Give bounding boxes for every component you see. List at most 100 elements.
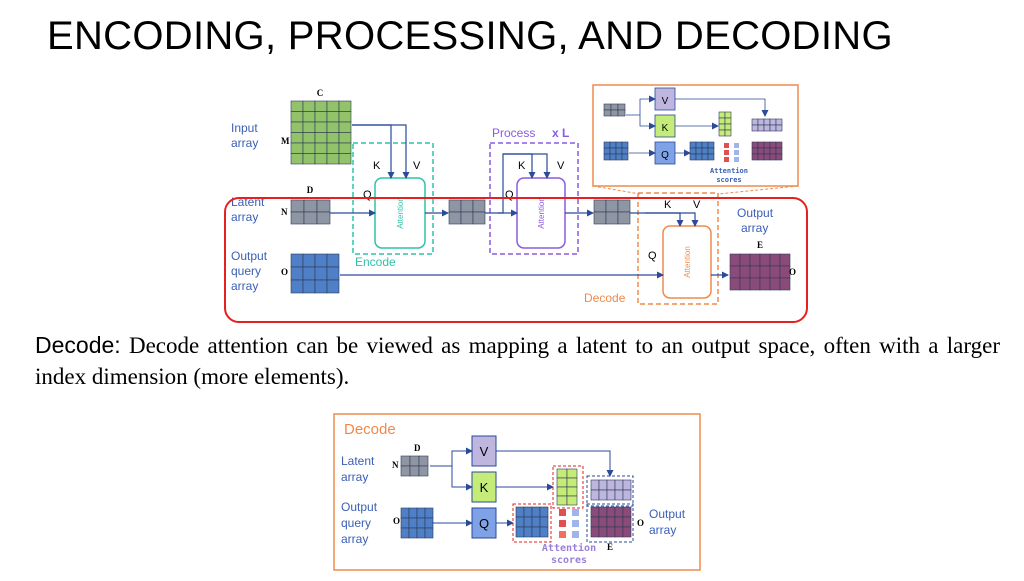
grid-cell: [724, 129, 732, 137]
latent-grid-after-encode: [448, 199, 486, 225]
grid-cell: [689, 147, 697, 155]
grid-cell: [515, 506, 525, 518]
bottom-arrows: [430, 447, 614, 527]
grid-cell: [314, 153, 328, 165]
grid-cell: [400, 507, 410, 519]
grid-cell: [689, 153, 697, 161]
decode-k-label: K: [664, 199, 672, 211]
grid-cell: [531, 516, 541, 528]
grid-cell: [326, 142, 340, 154]
top-diagram: C M Input array D N Latent array O Outpu…: [224, 84, 808, 323]
bottom-k-label: K: [480, 480, 489, 495]
grid-cell: [689, 141, 697, 149]
grid-cell: [621, 147, 629, 155]
grid-cell: [598, 506, 608, 518]
grid-cell: [617, 211, 631, 225]
inset-scores-label-2: scores: [716, 176, 741, 184]
grid-cell: [314, 253, 328, 268]
grid-cell: [763, 124, 771, 132]
output-query-label-2: query: [231, 264, 261, 278]
grid-cell: [769, 147, 777, 155]
grid-cell: [603, 103, 612, 111]
grid-cell: [718, 117, 726, 125]
grid-cell: [556, 486, 568, 497]
bottom-scores-label-1: Attention: [542, 542, 596, 554]
grid-cell: [769, 265, 781, 279]
grid-cell: [617, 103, 626, 111]
grid-cell: [614, 506, 624, 518]
inset-arrows: [626, 95, 769, 157]
latent-grid-after-process: [593, 199, 631, 225]
grid-cell: [590, 526, 600, 538]
grid-cell: [707, 141, 715, 149]
grid-cell: [724, 123, 732, 131]
grid-cell: [775, 124, 783, 132]
grid-cell: [302, 100, 316, 112]
dim-o-output-label: O: [789, 267, 796, 277]
grid-cell: [290, 199, 305, 213]
grid-cell: [400, 517, 410, 529]
encode-label: Encode: [355, 255, 396, 269]
decode-label: Decode: [584, 291, 626, 305]
grid-cell: [622, 506, 632, 518]
inset-connector-left: [592, 185, 641, 195]
grid-cell: [338, 132, 352, 144]
grid-cell: [701, 153, 709, 161]
grid-cell: [763, 141, 771, 149]
grid-cell: [409, 455, 420, 467]
grid-cell: [606, 479, 616, 491]
inset-content: V K Q Attention scores: [603, 87, 783, 184]
grid-cell: [290, 253, 304, 268]
grid-cell: [515, 516, 525, 528]
grid-cell: [326, 153, 340, 165]
grid-cell: [302, 153, 316, 165]
grid-cell: [622, 526, 632, 538]
grid-cell: [598, 479, 608, 491]
latent-array-grid: [290, 199, 331, 225]
grid-cell: [326, 266, 340, 281]
grid-cell: [603, 109, 612, 117]
encode-attention-label: Attention: [396, 197, 405, 229]
grid-cell: [757, 141, 765, 149]
dim-o-query-label: O: [281, 267, 288, 277]
grid-cell: [614, 489, 624, 501]
grid-cell: [751, 124, 759, 132]
grid-cell: [556, 477, 568, 488]
grid-cell: [615, 153, 623, 161]
grid-cell: [523, 516, 533, 528]
grid-cell: [290, 279, 304, 294]
grid-cell: [759, 277, 771, 291]
grid-cell: [424, 527, 434, 539]
encode-v-label: V: [413, 160, 421, 172]
grid-cell: [523, 506, 533, 518]
grid-cell: [609, 141, 617, 149]
grid-cell: [290, 121, 304, 133]
bottom-output-array-label-2: array: [649, 523, 676, 537]
grid-cell: [763, 153, 771, 161]
process-label: Process: [492, 126, 535, 140]
decode-highlight-box: [224, 197, 808, 323]
bottom-output-grid: [590, 506, 632, 538]
bottom-v-matrix: [590, 479, 632, 501]
grid-cell: [338, 142, 352, 154]
bottom-output-frame: [586, 503, 634, 543]
grid-cell: [775, 147, 783, 155]
grid-cell: [566, 486, 578, 497]
grid-cell: [290, 153, 304, 165]
grid-cell: [757, 118, 765, 126]
inset-scores-label-1: Attention: [710, 167, 748, 175]
grid-cell: [615, 141, 623, 149]
grid-cell: [531, 506, 541, 518]
grid-cell: [695, 141, 703, 149]
inset-output-grid: [751, 141, 783, 161]
grid-cell: [751, 141, 759, 149]
dim-e-label: E: [757, 240, 763, 250]
grid-cell: [326, 111, 340, 123]
decode-dashed-box: [637, 192, 719, 305]
grid-cell: [605, 211, 619, 225]
grid-cell: [759, 253, 771, 267]
grid-cell: [416, 517, 426, 529]
grid-cell: [769, 141, 777, 149]
grid-cell: [769, 253, 781, 267]
process-q-label: Q: [505, 189, 514, 201]
